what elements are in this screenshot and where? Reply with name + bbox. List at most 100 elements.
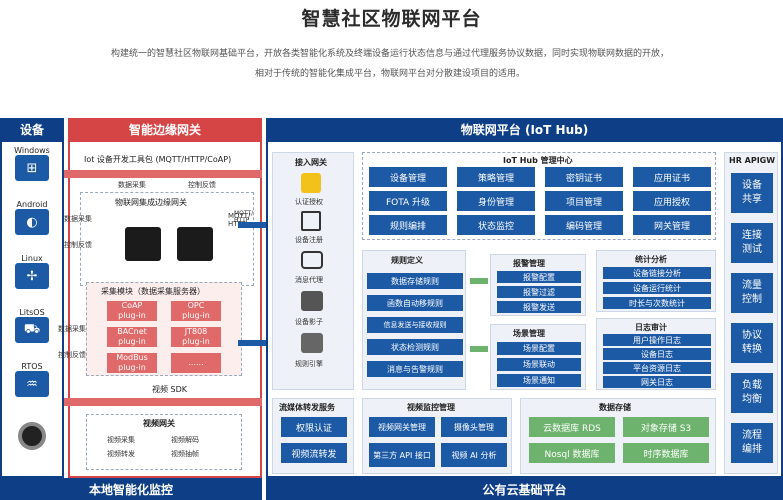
mgmt-btn[interactable]: 应用授权 [633,191,711,211]
sdk-arrow-bar [64,170,262,178]
mgmt-btn[interactable]: 应用证书 [633,167,711,187]
audit-btn[interactable]: 设备日志 [603,348,711,360]
alarm-btn[interactable]: 报警发送 [497,301,581,313]
mgmt-center: IoT Hub 管理中心 设备管理 策略管理 密钥证书 应用证书 FOTA 升级… [362,152,716,240]
storage-btn[interactable]: 云数据库 RDS [529,417,615,437]
rules-panel: 规则定义 数据存储规则 函数自动移规则 信息发送与接收规则 状态检测规则 消息与… [362,250,466,390]
edge-hub-arrow [238,222,268,228]
sdk-collect-label: 数据采集 [118,181,146,189]
device-rtos[interactable]: RTOS ♒ [0,362,64,416]
video-item: 视频转发 [107,450,135,458]
rule-btn[interactable]: 数据存储规则 [367,273,463,289]
stats-btn[interactable]: 时长与次数统计 [603,297,711,309]
intro-line-2: 相对于传统的智能化集成平台，物联网平台对分散建设项目的适用。 [254,69,525,79]
mgmt-btn[interactable]: 编码管理 [545,215,623,235]
device-linux[interactable]: Linux ✢ [0,254,64,308]
rule-btn[interactable]: 状态检测规则 [367,339,463,355]
side-control-label: 控制反馈 [64,241,92,249]
rule-btn[interactable]: 信息发送与接收规则 [367,317,463,333]
access-item: 设备注册 [295,236,323,244]
mgmt-btn[interactable]: 策略管理 [457,167,535,187]
video-btn[interactable]: 第三方 API 接口 [369,443,435,467]
storage-btn[interactable]: Nosql 数据库 [529,443,615,463]
apigw-btn[interactable]: 流量 控制 [731,273,773,313]
audit-btn[interactable]: 平台资源日志 [603,362,711,374]
apigw-btn[interactable]: 负载 均衡 [731,373,773,413]
message-icon [301,251,323,269]
scene-btn[interactable]: 场景联动 [497,358,581,371]
mgmt-btn[interactable]: 规则编排 [369,215,447,235]
device-label: Android [16,200,48,209]
audit-btn[interactable]: 网关日志 [603,376,711,388]
access-item: 认证授权 [295,198,323,206]
page-title: 智慧社区物联网平台 [301,8,482,30]
mgmt-btn[interactable]: 项目管理 [545,191,623,211]
apigw-btn[interactable]: 协议 转换 [731,323,773,363]
scene-title: 场景管理 [513,329,545,338]
apigw-btn[interactable]: 连接 测试 [731,223,773,263]
access-item: 设备影子 [295,318,323,326]
mgmt-btn[interactable]: 设备管理 [369,167,447,187]
device-camera[interactable] [0,416,64,456]
edge-hub-arrow-2 [238,340,268,346]
video-btn[interactable]: 视频 AI 分析 [441,443,507,467]
scene-btn[interactable]: 场景配置 [497,342,581,355]
alarm-title: 报警管理 [513,259,545,268]
device-android[interactable]: Android ◐ [0,200,64,254]
storage-title: 数据存储 [599,403,631,412]
mgmt-btn[interactable]: 身份管理 [457,191,535,211]
audit-btn[interactable]: 用户操作日志 [603,334,711,346]
faucet-icon: ♒ [15,371,49,397]
rule-btn[interactable]: 函数自动移规则 [367,295,463,311]
storage-btn[interactable]: 对象存储 S3 [623,417,709,437]
shadow-icon [301,291,323,311]
plugin-jt808[interactable]: JT808 plug-in [171,327,221,347]
sdk-title: Iot 设备开发工具包 (MQTT/HTTP/CoAP) [84,155,232,164]
rule-btn[interactable]: 消息与告警规则 [367,361,463,377]
plugin-modbus[interactable]: ModBus plug-in [107,353,157,373]
router-icon [125,227,161,261]
plugin-coap[interactable]: CoAP plug-in [107,301,157,321]
stream-btn[interactable]: 视频流转发 [281,443,347,463]
stats-btn[interactable]: 设备链接分析 [603,267,711,279]
stats-title: 统计分析 [635,255,667,264]
apigw-title: HR APIGW [729,156,776,165]
stats-panel: 统计分析 设备链接分析 设备运行统计 时长与次数统计 [596,250,716,312]
plugin-opc[interactable]: OPC plug-in [171,301,221,321]
hub-panel: 物联网平台 (IoT Hub) 接入网关 认证授权 设备注册 消息代理 设备影子… [266,118,783,500]
apigw-btn[interactable]: 设备 共享 [731,173,773,213]
video-btn[interactable]: 视频网关管理 [369,417,435,437]
video-btn[interactable]: 摄像头管理 [441,417,507,437]
gateway-title: 物联网集成边缘网关 [115,198,187,207]
video-mgmt-title: 视频监控管理 [407,403,455,412]
video-item: 视频抽帧 [171,450,199,458]
storage-btn[interactable]: 时序数据库 [623,443,709,463]
edge-header: 智能边缘网关 [68,118,262,140]
alarm-panel: 报警管理 报警配置 报警过滤 报警发送 [490,254,586,316]
alarm-btn[interactable]: 报警配置 [497,271,581,283]
hub-header: 物联网平台 (IoT Hub) [266,118,783,140]
device-windows[interactable]: Windows ⊞ [0,146,64,200]
car-icon: ⛟ [15,317,49,343]
apigw-btn[interactable]: 流程 编排 [731,423,773,463]
device-label: Windows [14,146,50,155]
stream-btn[interactable]: 权限认证 [281,417,347,437]
mgmt-title: IoT Hub 管理中心 [503,156,573,165]
mgmt-btn[interactable]: 状态监控 [457,215,535,235]
plugin-more[interactable]: ...... [171,353,221,373]
side-collect-label: 数据采集 [64,215,92,223]
scene-btn[interactable]: 场景通知 [497,374,581,387]
alarm-btn[interactable]: 报警过滤 [497,286,581,298]
audit-panel: 日志审计 用户操作日志 设备日志 平台资源日志 网关日志 [596,318,716,390]
windows-icon: ⊞ [15,155,49,181]
mgmt-btn[interactable]: 网关管理 [633,215,711,235]
video-gateway-title: 视频网关 [143,419,175,428]
stream-title: 流媒体转发服务 [279,403,335,412]
device-litsos[interactable]: LitsOS ⛟ [0,308,64,362]
mgmt-btn[interactable]: FOTA 升级 [369,191,447,211]
device-label: RTOS [21,362,43,371]
plugin-bacnet[interactable]: BACnet plug-in [107,327,157,347]
stats-btn[interactable]: 设备运行统计 [603,282,711,294]
mgmt-btn[interactable]: 密钥证书 [545,167,623,187]
devices-panel: 设备 Windows ⊞ Android ◐ Linux ✢ LitsOS ⛟ … [0,118,64,500]
